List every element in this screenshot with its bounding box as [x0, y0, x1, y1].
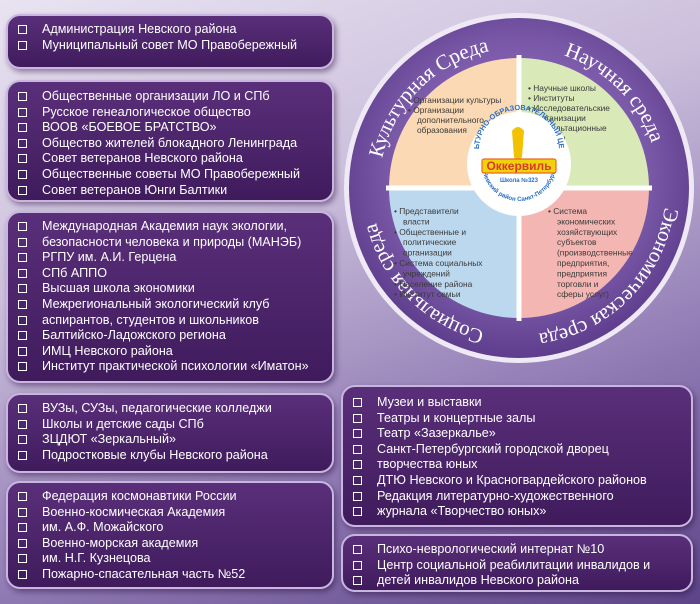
list-item: Театр «Зазеркалье»: [351, 426, 683, 442]
quadrant-line: • Исследовательские: [528, 103, 610, 113]
quadrant-line: предприятия,: [557, 258, 609, 268]
list-item: Балтийско-Ладожского региона: [16, 328, 324, 344]
environment-wheel: Культурная Среда Научная среда Экономиче…: [342, 11, 694, 363]
logo-banner: [481, 158, 557, 174]
list-item: аспирантов, студентов и школьников: [16, 313, 324, 329]
quadrant-line: образования: [417, 125, 467, 135]
list-item: Общественные советы МО Правобережный: [16, 167, 324, 183]
quadrant-social: [389, 188, 519, 318]
quadrant-line: (производственные: [557, 248, 633, 258]
economy-items: • Системаэкономическиххозяйствующихсубъе…: [548, 206, 633, 299]
quadrant-line: хозяйствующих: [557, 227, 618, 237]
quadrant-line: • Система социальных: [394, 258, 483, 268]
list-item: Редакция литературно-художественного: [351, 489, 683, 505]
list-item: Совет ветеранов Юнги Балтики: [16, 183, 324, 199]
box-science-partners: Международная Академия наук экологии,без…: [6, 211, 334, 383]
list-item: им. А.Ф. Можайского: [16, 520, 324, 536]
list-item: Муниципальный совет МО Правобережный: [16, 38, 324, 54]
list-item: Федерация космонавтики России: [16, 489, 324, 505]
quadrant-line: • Население района: [394, 279, 473, 289]
list-item: Институт практической психологии «Иматон…: [16, 359, 324, 375]
quadrant-line: • Институт семьи: [394, 289, 461, 299]
quadrant-line: торговли и: [557, 279, 599, 289]
quadrant-line: предприятия: [557, 268, 607, 278]
quadrant-line: • Организации: [408, 105, 464, 115]
list-item: ДТЮ Невского и Красногвардейского районо…: [351, 473, 683, 489]
list-item: Администрация Невского района: [16, 22, 324, 38]
list-item: СПб АППО: [16, 266, 324, 282]
logo-name: Оккервиль: [486, 159, 551, 173]
list-item: ВУЗы, СУЗы, педагогические колледжи: [16, 401, 324, 417]
quadrant-line: экономических: [557, 216, 616, 226]
list-science-partners: Международная Академия наук экологии,без…: [16, 219, 324, 375]
list-item: Совет ветеранов Невского района: [16, 151, 324, 167]
culture-items: • Организации культуры• Организациидопол…: [408, 95, 501, 135]
list-item: им. Н.Г. Кузнецова: [16, 551, 324, 567]
treble-clef-icon: [512, 127, 524, 160]
list-item: журнала «Творчество юных»: [351, 504, 683, 520]
quadrant-line: • Научные школы: [528, 83, 596, 93]
list-item: Высшая школа экономики: [16, 281, 324, 297]
quadrant-line: политические: [403, 237, 457, 247]
list-item: Русское генеалогическое общество: [16, 105, 324, 121]
list-item: Школы и детские сады СПб: [16, 417, 324, 433]
list-item: безопасности человека и природы (МАНЭБ): [16, 235, 324, 251]
quadrant-economy: [519, 188, 649, 318]
list-item: Театры и концертные залы: [351, 411, 683, 427]
list-item: Общество жителей блокадного Ленинграда: [16, 136, 324, 152]
list-item: Межрегиональный экологический клуб: [16, 297, 324, 313]
list-item: РГПУ им. А.И. Герцена: [16, 250, 324, 266]
list-item: детей инвалидов Невского района: [351, 573, 683, 589]
list-item: Санкт-Петербургский городской дворец: [351, 442, 683, 458]
quadrant-line: организации: [403, 248, 452, 258]
list-item: Международная Академия наук экологии,: [16, 219, 324, 235]
quadrant-line: • Система: [548, 206, 587, 216]
list-item: Военно-космическая Академия: [16, 505, 324, 521]
quadrant-line: организации: [537, 113, 586, 123]
list-item: Центр социальной реабилитации инвалидов …: [351, 558, 683, 574]
list-item: ВООВ «БОЕВОЕ БРАТСТВО»: [16, 120, 324, 136]
list-item: Общественные организации ЛО и СПб: [16, 89, 324, 105]
quadrant-line: • Консультационные: [528, 123, 607, 133]
list-item: ИМЦ Невского района: [16, 344, 324, 360]
quadrant-line: власти: [403, 216, 430, 226]
quadrant-line: • Представители: [394, 206, 459, 216]
quadrant-line: дополнительного: [417, 115, 484, 125]
list-item: Пожарно-спасательная часть №52: [16, 567, 324, 583]
list-item: творчества юных: [351, 457, 683, 473]
logo-school: Школа №323: [500, 177, 539, 184]
list-item: Психо-неврологический интернат №10: [351, 542, 683, 558]
quadrant-line: сферы услуг): [557, 289, 609, 299]
quadrant-line: • Общественные и: [394, 227, 466, 237]
list-item: Музеи и выставки: [351, 395, 683, 411]
quadrant-line: • Институты: [528, 93, 575, 103]
quadrant-line: учреждений: [403, 268, 450, 278]
list-item: Военно-морская академия: [16, 536, 324, 552]
quadrant-line: субъектов: [557, 237, 597, 247]
quadrant-line: • Организации культуры: [408, 95, 501, 105]
list-item: ЗЦДЮТ «Зеркальный»: [16, 432, 324, 448]
list-item: Подростковые клубы Невского района: [16, 448, 324, 464]
